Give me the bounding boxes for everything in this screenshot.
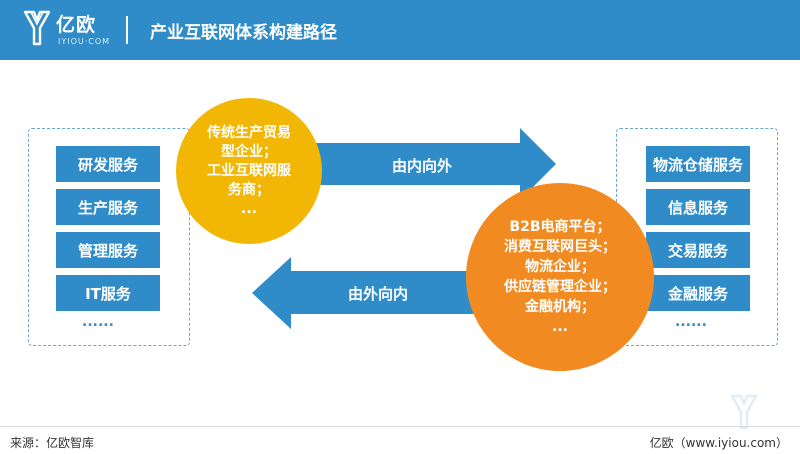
outward-arrow-label: 由内向外	[392, 157, 453, 175]
outward-arrow	[250, 128, 556, 200]
inward-arrow-label: 由外向内	[348, 285, 409, 303]
footer-source: 来源：亿欧智库	[10, 436, 95, 450]
left-service-management: 管理服务	[56, 232, 160, 268]
header-bar: 亿欧 IYIOU·COM 产业互联网体系构建路径	[0, 0, 800, 60]
logo-text: 亿欧	[56, 14, 97, 36]
right-service-trade: 交易服务	[646, 232, 750, 268]
logo-subtext: IYIOU·COM	[58, 37, 111, 46]
left-service-it: IT服务	[56, 275, 160, 311]
yellow-circle-text: 传统生产贸易 型企业； 工业互联网服 务商； ...	[207, 124, 291, 217]
external-players-circle: B2B电商平台； 消费互联网巨头； 物流企业； 供应链管理企业； 金融机构； .…	[466, 183, 654, 371]
right-service-information: 信息服务	[646, 189, 750, 225]
orange-circle-text: B2B电商平台； 消费互联网巨头； 物流企业； 供应链管理企业； 金融机构； .…	[504, 219, 616, 335]
traditional-enterprises-circle: 传统生产贸易 型企业； 工业互联网服 务商； ...	[176, 98, 322, 244]
iyiou-watermark-icon	[730, 394, 758, 430]
iyiou-logo-icon	[23, 10, 51, 46]
footer-site: 亿欧（www.iyiou.com）	[649, 436, 788, 450]
header-divider	[126, 16, 128, 44]
left-ellipsis: ......	[82, 314, 114, 330]
right-ellipsis: ......	[675, 314, 707, 330]
page-title: 产业互联网体系构建路径	[150, 23, 337, 43]
right-service-finance: 金融服务	[646, 275, 750, 311]
right-service-logistics: 物流仓储服务	[646, 146, 750, 182]
footer-divider	[0, 426, 800, 427]
left-service-production: 生产服务	[56, 189, 160, 225]
internal-services-group	[28, 128, 190, 346]
left-service-rnd: 研发服务	[56, 146, 160, 182]
